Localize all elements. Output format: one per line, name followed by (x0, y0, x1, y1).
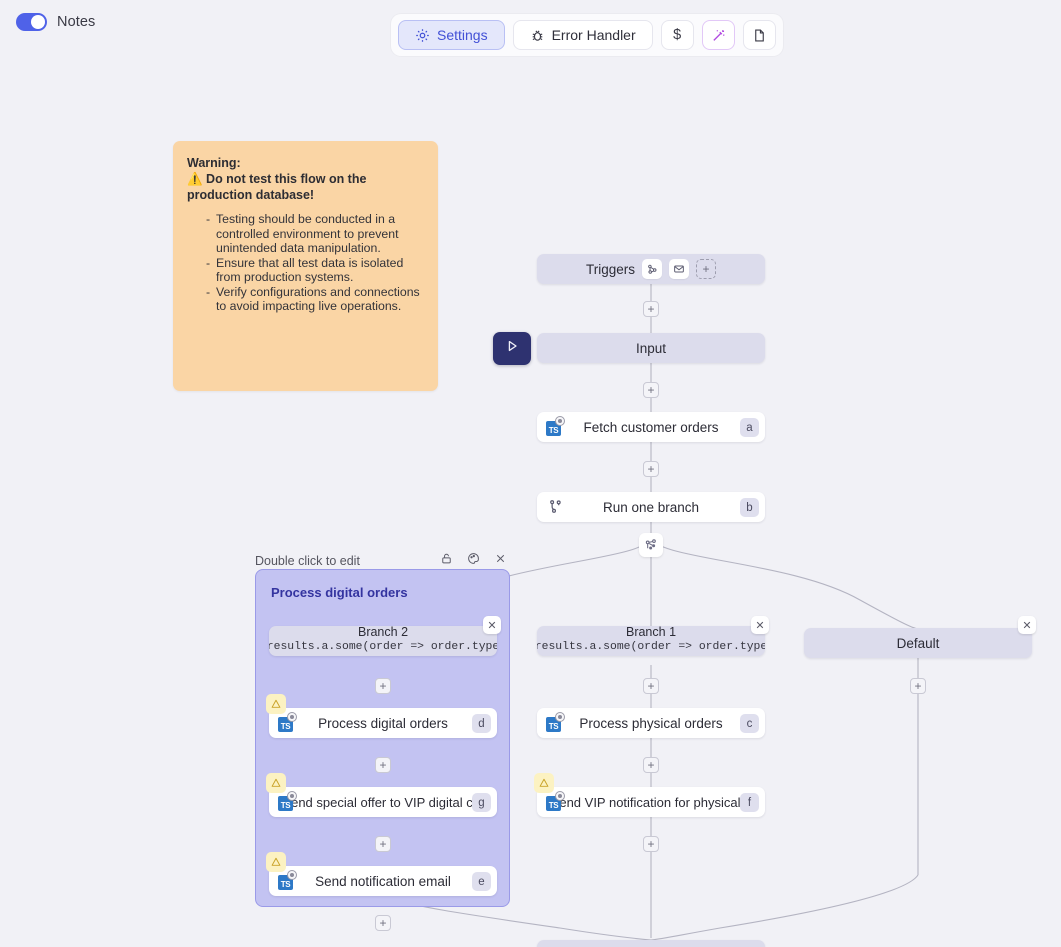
node-badge: g (472, 793, 491, 812)
branch-title: Default (896, 635, 940, 651)
warning-sticky-note[interactable]: Warning: ⚠️ Do not test this flow on the… (173, 141, 438, 391)
add-step-connector[interactable]: + (375, 836, 391, 852)
group-edit-hint: Double click to edit (255, 553, 360, 568)
note-bullet: Verify configurations and connections to… (206, 285, 423, 314)
branch-node-default[interactable]: Default (804, 628, 1032, 658)
node-label: Run one branch (602, 499, 700, 515)
play-icon (504, 338, 520, 359)
note-title: Warning: (187, 156, 241, 170)
typescript-icon: TS (546, 791, 565, 811)
settings-button-label: Settings (437, 27, 488, 43)
error-handler-button[interactable]: Error Handler (512, 20, 653, 50)
add-step-connector[interactable]: + (643, 382, 659, 398)
magic-wand-icon (711, 28, 726, 43)
input-node-label: Input (635, 340, 667, 356)
add-step-connector[interactable]: + (643, 678, 659, 694)
notes-toggle-knob (31, 15, 45, 29)
bug-icon (530, 28, 545, 43)
add-trigger-icon[interactable]: + (696, 259, 716, 279)
add-step-connector[interactable]: + (910, 678, 926, 694)
branch-split-icon[interactable] (639, 533, 663, 557)
add-step-connector[interactable]: + (643, 836, 659, 852)
node-fetch-customer-orders[interactable]: TS Fetch customer orders a (537, 412, 765, 442)
branch-condition: results.a.some(order => order.type (269, 641, 497, 654)
node-send-vip-notification-physical[interactable]: TS Send VIP notification for physical...… (537, 787, 765, 817)
toolbar-button-group: Settings Error Handler $ (391, 14, 783, 56)
add-step-connector[interactable]: + (375, 915, 391, 931)
branch-node-1[interactable]: Branch 1 results.a.some(order => order.t… (537, 626, 765, 656)
branch-2-remove-button[interactable]: ✕ (483, 616, 501, 634)
warning-icon[interactable] (534, 773, 554, 793)
node-badge: b (740, 498, 759, 517)
bottom-merge-node[interactable] (537, 940, 765, 947)
group-header[interactable]: Double click to edit (255, 552, 510, 569)
notes-toggle[interactable] (16, 13, 47, 31)
branch-condition: results.a.some(order => order.type (537, 641, 765, 654)
triggers-node[interactable]: Triggers + (537, 254, 765, 284)
branch-icon (548, 499, 563, 517)
add-step-connector[interactable]: + (643, 301, 659, 317)
branch-node-2[interactable]: Branch 2 results.a.some(order => order.t… (269, 626, 497, 656)
branch-1-remove-button[interactable]: ✕ (751, 616, 769, 634)
note-bullet-list: Testing should be conducted in a control… (187, 212, 423, 314)
triggers-label: Triggers (585, 261, 635, 277)
node-badge: a (740, 418, 759, 437)
node-badge: f (740, 793, 759, 812)
note-headline: ⚠️ Do not test this flow on the producti… (187, 172, 367, 202)
warning-icon[interactable] (266, 694, 286, 714)
warning-icon[interactable] (266, 852, 286, 872)
typescript-icon: TS (278, 712, 297, 732)
close-icon[interactable] (494, 552, 507, 570)
top-toolbar: Notes Settings Err (0, 0, 1061, 62)
add-step-connector[interactable]: + (375, 757, 391, 773)
lock-icon[interactable] (440, 552, 453, 570)
node-badge: c (740, 714, 759, 733)
group-title: Process digital orders (271, 585, 408, 600)
node-label: Send special offer to VIP digital c... (282, 794, 484, 810)
node-label: Process digital orders (318, 715, 448, 731)
node-label: Send notification email (315, 873, 451, 889)
note-bullet: Ensure that all test data is isolated fr… (206, 256, 423, 285)
node-send-special-offer-vip[interactable]: TS Send special offer to VIP digital c..… (269, 787, 497, 817)
file-button[interactable] (742, 20, 776, 50)
node-label: Send VIP notification for physical... (550, 794, 752, 810)
webhook-icon[interactable] (642, 259, 662, 279)
branch-title: Branch 1 (625, 626, 677, 639)
dollar-icon: $ (673, 27, 682, 43)
typescript-icon: TS (278, 870, 297, 890)
node-label: Fetch customer orders (583, 419, 719, 435)
run-flow-button[interactable] (493, 332, 531, 365)
node-send-notification-email[interactable]: TS Send notification email e (269, 866, 497, 896)
email-icon[interactable] (669, 259, 689, 279)
node-label: Process physical orders (579, 715, 723, 731)
typescript-icon: TS (546, 712, 565, 732)
add-step-connector[interactable]: + (375, 678, 391, 694)
file-icon (752, 28, 767, 43)
note-bullet: Testing should be conducted in a control… (206, 212, 423, 256)
palette-icon[interactable] (467, 552, 480, 570)
add-step-connector[interactable]: + (643, 757, 659, 773)
gear-icon (415, 28, 430, 43)
error-handler-button-label: Error Handler (551, 27, 636, 43)
group-container-process-digital-orders[interactable]: Process digital orders (255, 569, 510, 907)
magic-wand-button[interactable] (701, 20, 735, 50)
notes-label: Notes (57, 14, 96, 30)
branch-title: Branch 2 (357, 626, 409, 639)
default-branch-remove-button[interactable]: ✕ (1018, 616, 1036, 634)
node-badge: e (472, 872, 491, 891)
input-node[interactable]: Input (537, 333, 765, 363)
typescript-icon: TS (278, 791, 297, 811)
node-process-physical-orders[interactable]: TS Process physical orders c (537, 708, 765, 738)
node-run-one-branch[interactable]: Run one branch b (537, 492, 765, 522)
warning-icon[interactable] (266, 773, 286, 793)
typescript-icon: TS (546, 416, 565, 436)
notes-toggle-group[interactable]: Notes (16, 13, 95, 31)
cost-button[interactable]: $ (660, 20, 694, 50)
node-badge: d (472, 714, 491, 733)
settings-button[interactable]: Settings (398, 20, 505, 50)
add-step-connector[interactable]: + (643, 461, 659, 477)
node-process-digital-orders[interactable]: TS Process digital orders d (269, 708, 497, 738)
